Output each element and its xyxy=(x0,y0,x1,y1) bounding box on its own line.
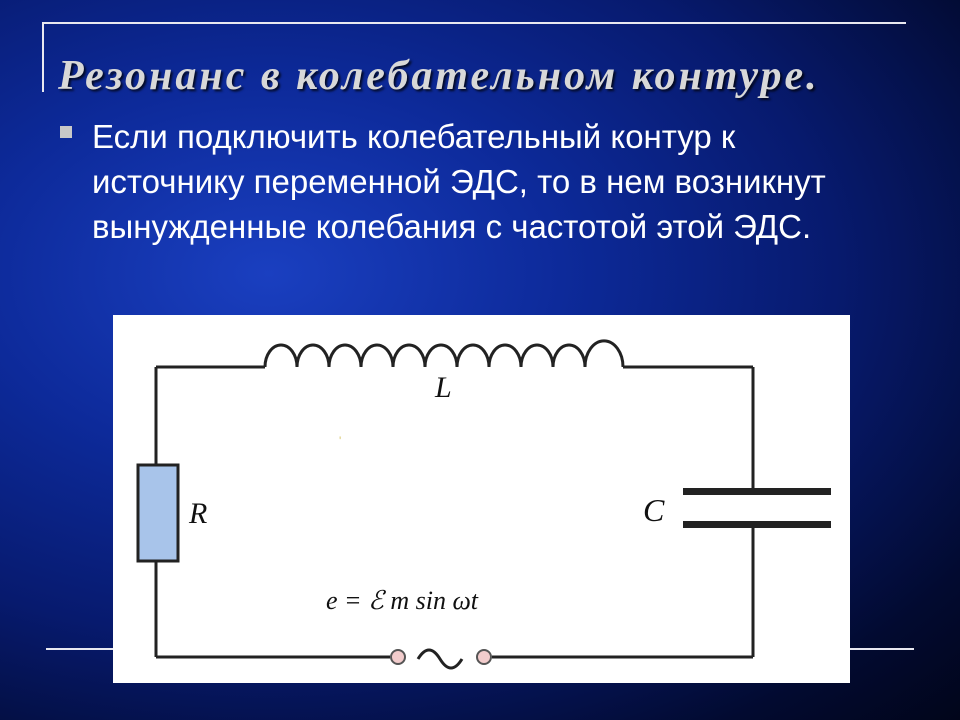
resistor xyxy=(136,463,180,563)
circuit-diagram: L R C e = ℰ m sin ωt ' xyxy=(113,315,850,683)
inductor-coil xyxy=(263,339,625,368)
resistor-label: R xyxy=(188,497,207,530)
source-terminal-right xyxy=(476,649,492,665)
bottom-decorative-line-right xyxy=(850,648,914,650)
source-formula: e = ℰ m sin ωt xyxy=(326,586,479,615)
top-decorative-line xyxy=(42,22,906,24)
source-terminal-left xyxy=(390,649,406,665)
wires xyxy=(154,365,755,659)
capacitor-label: C xyxy=(643,492,665,528)
capacitor-plate-top xyxy=(683,488,831,495)
left-decorative-line xyxy=(42,22,44,92)
bottom-decorative-line-left xyxy=(46,648,116,650)
slide-title: Резонанс в колебательном контуре. xyxy=(58,53,820,99)
ac-tilde xyxy=(416,648,464,670)
bullet-marker xyxy=(60,126,72,138)
capacitor-plate-bottom xyxy=(683,521,831,528)
circuit-svg: L R C e = ℰ m sin ωt ' xyxy=(136,339,831,670)
inductor-label: L xyxy=(434,371,452,404)
speck-mark: ' xyxy=(339,434,341,448)
bullet-text: Если подключить колебательный контур к и… xyxy=(92,118,826,245)
